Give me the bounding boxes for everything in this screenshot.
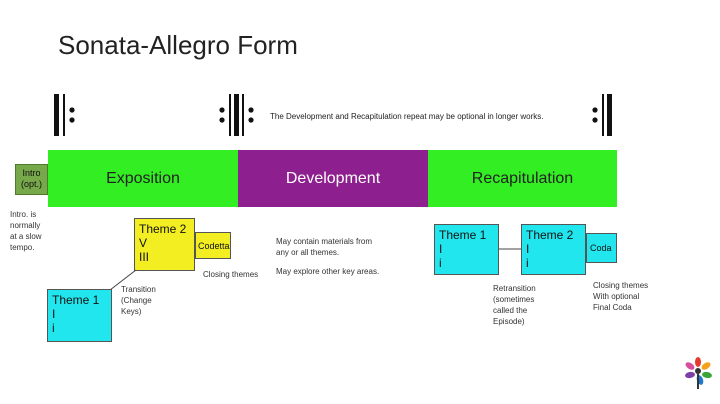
coda-label: Coda <box>590 243 612 253</box>
intro-label: Intro <box>22 168 41 178</box>
recap-closing-line: Closing themes <box>593 281 649 290</box>
recap-theme1-box: Theme 1 I i <box>434 224 499 275</box>
transition-note: Transition (Change Keys) <box>121 284 156 317</box>
intro-note-line: normally <box>10 221 41 230</box>
recap-closing-line: Final Coda <box>593 303 632 312</box>
theme-title: Theme 1 <box>52 293 100 307</box>
theme-key-minor: i <box>52 321 55 335</box>
retransition-note-line: Episode) <box>493 317 525 326</box>
recap-closing-line: With optional <box>593 292 640 301</box>
repeat-note: The Development and Recapitulation repea… <box>270 112 544 121</box>
codetta-box: Codetta <box>195 232 231 259</box>
theme-key-minor: III <box>139 250 150 264</box>
theme-title: Theme 1 <box>439 228 487 242</box>
intro-optional-label: (opt.) <box>20 179 42 189</box>
retransition-connector <box>499 248 521 250</box>
intro-note-line: tempo. <box>10 243 35 252</box>
theme-key-major: I <box>52 307 56 321</box>
recapitulation-label: Recapitulation <box>471 169 574 187</box>
transition-note-line: Keys) <box>121 307 142 316</box>
repeat-start-icon <box>54 94 75 136</box>
exposition-label: Exposition <box>106 169 180 187</box>
recap-theme2-box: Theme 2 I i <box>521 224 586 275</box>
repeat-end-icon <box>592 94 612 136</box>
theme-key-major: I <box>526 242 530 256</box>
development-note-line: any or all themes. <box>276 248 340 257</box>
development-label: Development <box>285 169 381 187</box>
retransition-note: Retransition (sometimes called the Episo… <box>493 283 536 327</box>
exposition-section: Exposition <box>48 150 238 207</box>
development-section: Development <box>238 150 428 207</box>
intro-box: Intro (opt.) <box>15 164 48 195</box>
theme-key-minor: i <box>439 256 442 270</box>
development-note-line: May contain materials from <box>276 237 373 246</box>
intro-note-line: Intro. is <box>10 210 37 219</box>
recapitulation-section: Recapitulation <box>428 150 617 207</box>
transition-note-line: Transition <box>121 285 156 294</box>
exposition-closing-note: Closing themes <box>203 270 259 279</box>
retransition-note-line: (sometimes <box>493 295 535 304</box>
theme-key-major: I <box>439 242 443 256</box>
theme-key-major: V <box>139 236 148 250</box>
exposition-theme2-box: Theme 2 V III <box>134 218 195 271</box>
codetta-label: Codetta <box>198 241 230 251</box>
intro-note: Intro. is normally at a slow tempo. <box>10 209 42 253</box>
repeat-end-start-icon <box>219 94 254 136</box>
theme-key-minor: i <box>526 256 529 270</box>
exposition-theme1-box: Theme 1 I i <box>47 289 112 342</box>
pinwheel-logo-icon <box>685 357 712 389</box>
recap-closing-note: Closing themes With optional Final Coda <box>593 280 648 313</box>
intro-note-line: at a slow <box>10 232 42 241</box>
transition-connector <box>109 269 137 291</box>
theme-title: Theme 2 <box>139 222 187 236</box>
theme-title: Theme 2 <box>526 228 574 242</box>
transition-note-line: (Change <box>121 296 152 305</box>
coda-box: Coda <box>586 233 617 263</box>
retransition-note-line: called the <box>493 306 528 315</box>
retransition-note-line: Retransition <box>493 284 536 293</box>
development-notes: May contain materials from any or all th… <box>276 236 379 277</box>
development-note-line: May explore other key areas. <box>276 267 380 276</box>
page-title: Sonata-Allegro Form <box>58 30 298 60</box>
